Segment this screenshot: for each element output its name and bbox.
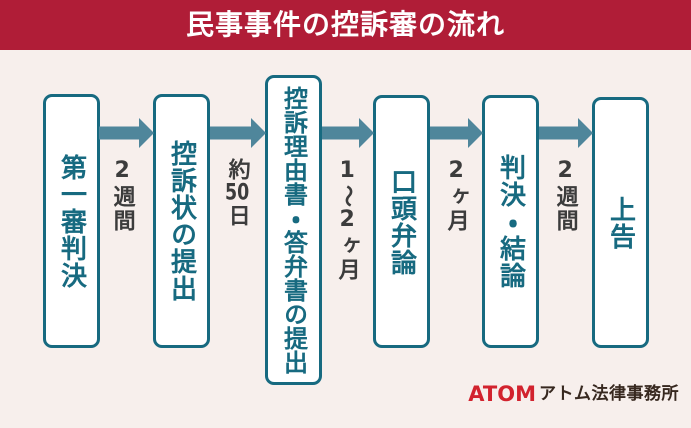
interval-label-1: 2週間 xyxy=(109,158,135,233)
flow-step-final-appeal: 上告 xyxy=(592,97,649,348)
flow-arrow-4 xyxy=(430,118,483,148)
flow-arrow-2 xyxy=(210,118,266,148)
atom-logo-wordmark: ATOM xyxy=(468,381,536,406)
arrow-right-icon xyxy=(468,118,483,148)
law-firm-name: アトム法律事務所 xyxy=(539,383,679,404)
flow-arrow-1 xyxy=(99,118,154,148)
arrow-shaft xyxy=(430,126,470,140)
interval-label-5: 2週間 xyxy=(552,158,578,233)
flow-step-label: 控訴理由書・答弁書の提出 xyxy=(279,86,308,374)
atom-logo: ATOM アトム法律事務所 xyxy=(468,382,679,406)
interval-label-2: 約50日 xyxy=(224,158,250,228)
arrow-shaft xyxy=(99,126,141,140)
flow-step-oral-argument: 口頭弁論 xyxy=(373,95,430,348)
flow-arrow-3 xyxy=(322,118,374,148)
page-title: 民事事件の控訴審の流れ xyxy=(185,8,505,41)
flow-step-first-instance-judgment: 第一審判決 xyxy=(43,94,100,348)
arrow-shaft xyxy=(322,126,361,140)
flow-step-label: 上告 xyxy=(605,195,636,250)
flow-step-label: 控訴状の提出 xyxy=(166,140,197,302)
arrow-right-icon xyxy=(251,118,266,148)
flow-step-label: 口頭弁論 xyxy=(386,167,417,276)
flow-step-appeal-petition: 控訴状の提出 xyxy=(153,94,210,348)
flow-arrow-5 xyxy=(539,118,593,148)
interval-label-4: 2ヶ月 xyxy=(443,158,469,233)
title-bar: 民事事件の控訴審の流れ xyxy=(0,0,691,50)
arrow-right-icon xyxy=(359,118,374,148)
flow-step-label: 第一審判決 xyxy=(56,153,87,289)
arrow-right-icon xyxy=(578,118,593,148)
flow-step-judgment-conclusion: 判決・結論 xyxy=(482,95,539,348)
arrow-shaft xyxy=(210,126,253,140)
arrow-shaft xyxy=(539,126,580,140)
flow-step-appeal-briefs: 控訴理由書・答弁書の提出 xyxy=(265,75,322,385)
flow-step-label: 判決・結論 xyxy=(495,154,526,289)
arrow-right-icon xyxy=(139,118,154,148)
interval-label-3: 1〜2ヶ月 xyxy=(334,158,360,283)
